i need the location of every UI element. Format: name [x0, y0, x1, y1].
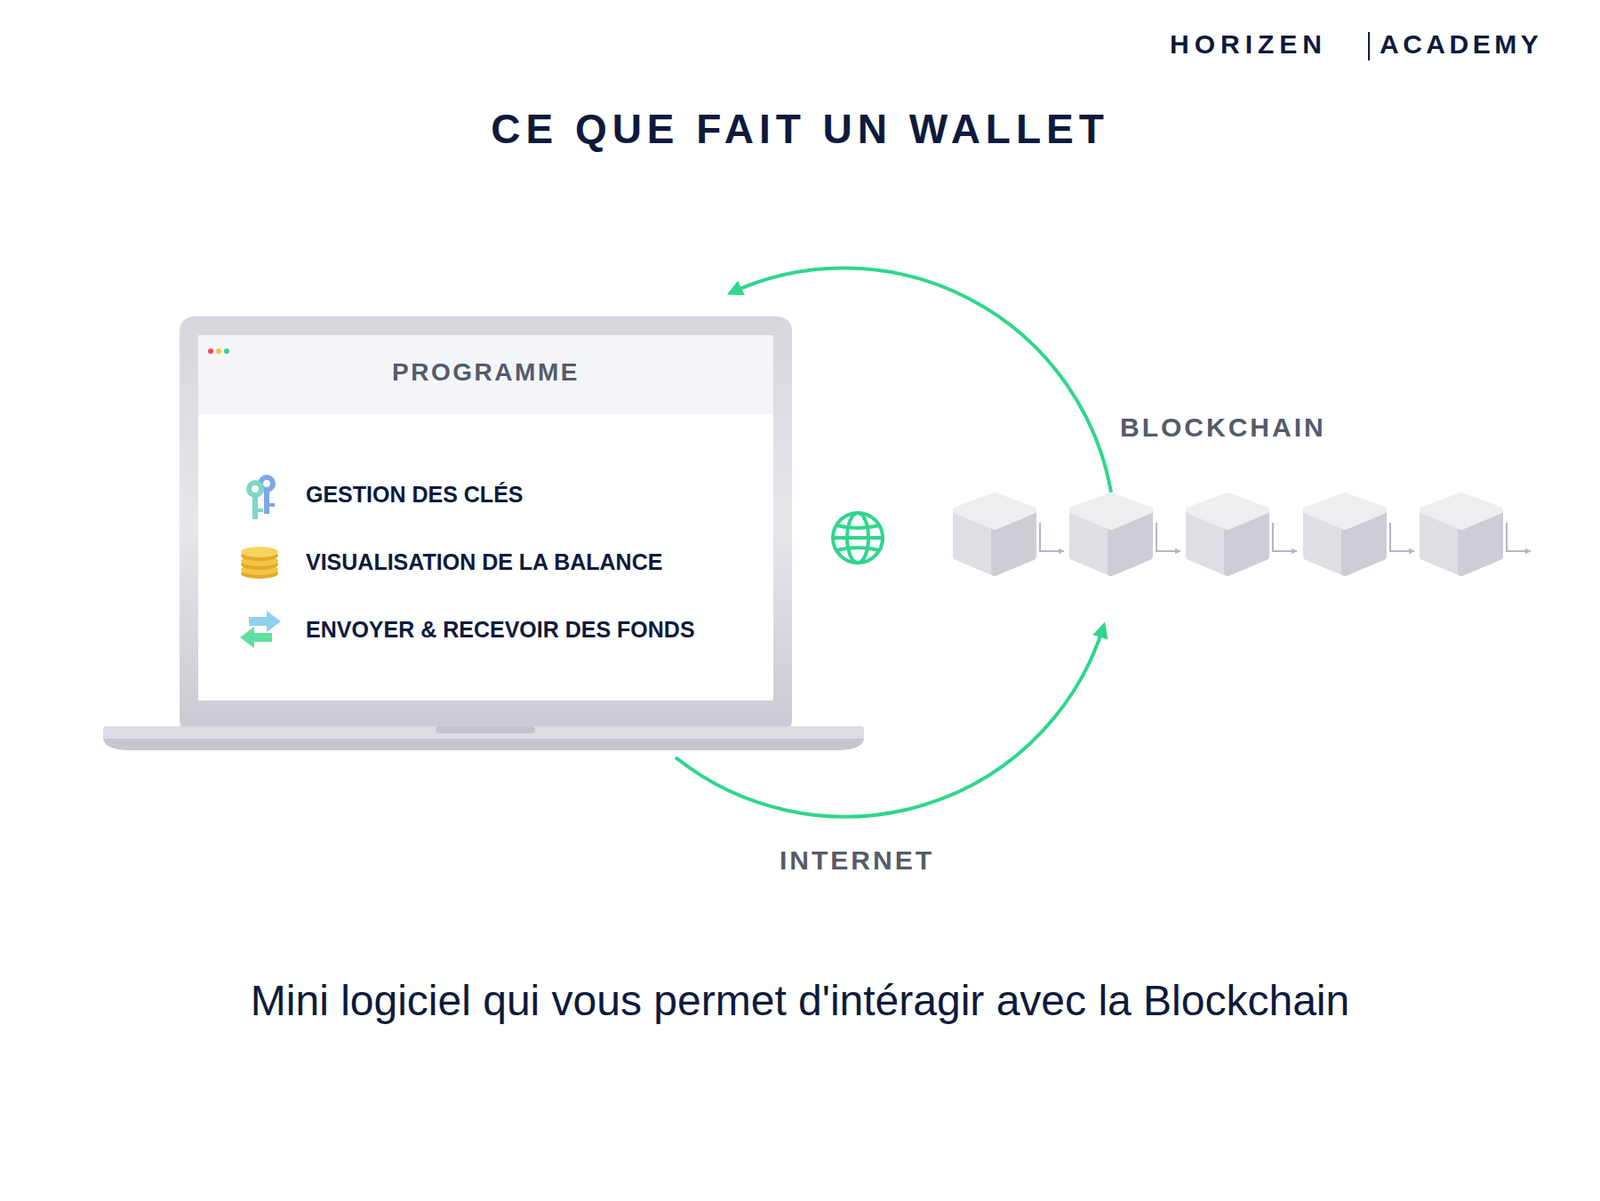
chain-link: [1506, 522, 1531, 552]
block-cube: [956, 496, 1064, 573]
shape-ellipse: [240, 546, 279, 558]
cube-top-face: [956, 496, 1033, 527]
blockchain-group: BLOCKCHAIN: [951, 404, 1565, 587]
window-dot: [216, 348, 222, 354]
shape-circle: [263, 480, 271, 488]
diagram-title: CE QUE FAIT UN WALLET: [0, 104, 1600, 153]
shape-path: [240, 626, 272, 648]
block-cube: [1423, 496, 1531, 573]
diagram-caption: Mini logiciel qui vous permet d'intéragi…: [0, 976, 1600, 1025]
connector-arc: [675, 624, 1104, 817]
connector-arc: [729, 268, 1112, 493]
shape-circle: [832, 512, 883, 563]
laptop-screen: [198, 335, 774, 701]
globe-icon: [832, 512, 883, 563]
cube-top-face: [1189, 496, 1266, 527]
block-cube: [1189, 496, 1297, 573]
chain-link: [1390, 522, 1415, 552]
cube-top-face: [1306, 496, 1384, 527]
feature-item: ENVOYER & RECEVOIR DES FONDS: [305, 616, 696, 643]
chain-link: [1040, 522, 1064, 552]
laptop-frame: [179, 316, 792, 735]
shape-line: [832, 536, 883, 540]
chain-link: [1156, 522, 1181, 552]
block-chain: [956, 496, 1531, 573]
window-dot: [224, 348, 230, 354]
window-title: PROGRAMME: [179, 358, 792, 387]
laptop-notch: [435, 726, 536, 734]
shape-circle: [251, 485, 259, 493]
shape-rect: [257, 508, 264, 512]
cube-top-face: [1072, 496, 1150, 527]
transfer-icon: [240, 610, 281, 648]
block-cube: [1306, 496, 1415, 573]
shape-path: [836, 525, 880, 528]
logo-separator: [1368, 32, 1370, 61]
shape-rect: [252, 496, 258, 520]
blockchain-heading: BLOCKCHAIN: [1120, 412, 1327, 443]
logo-text: HORIZEN: [1169, 29, 1328, 60]
chain-link: [1272, 522, 1297, 552]
coins-icon: [240, 546, 279, 579]
program-window: PROGRAMME GESTION DES CLÉS VISUALISATION D…: [179, 316, 792, 730]
logo-text: ACADEMY: [1379, 29, 1543, 60]
key-icon: [246, 474, 276, 520]
feature-item: GESTION DES CLÉS: [305, 481, 523, 508]
shape-rect: [264, 490, 270, 514]
shape-circle: [246, 480, 264, 498]
feature-item: VISUALISATION DE LA BALANCE: [305, 549, 663, 576]
laptop-base-lip: [103, 738, 864, 751]
block-cube: [1072, 496, 1181, 573]
laptop-base: [103, 726, 864, 741]
connector-label: INTERNET: [679, 845, 1035, 876]
laptop-drawing: [103, 316, 864, 751]
shape-rect: [269, 503, 275, 507]
cube-top-face: [1423, 496, 1500, 527]
window-dot: [208, 348, 214, 354]
shape-path: [836, 547, 880, 551]
